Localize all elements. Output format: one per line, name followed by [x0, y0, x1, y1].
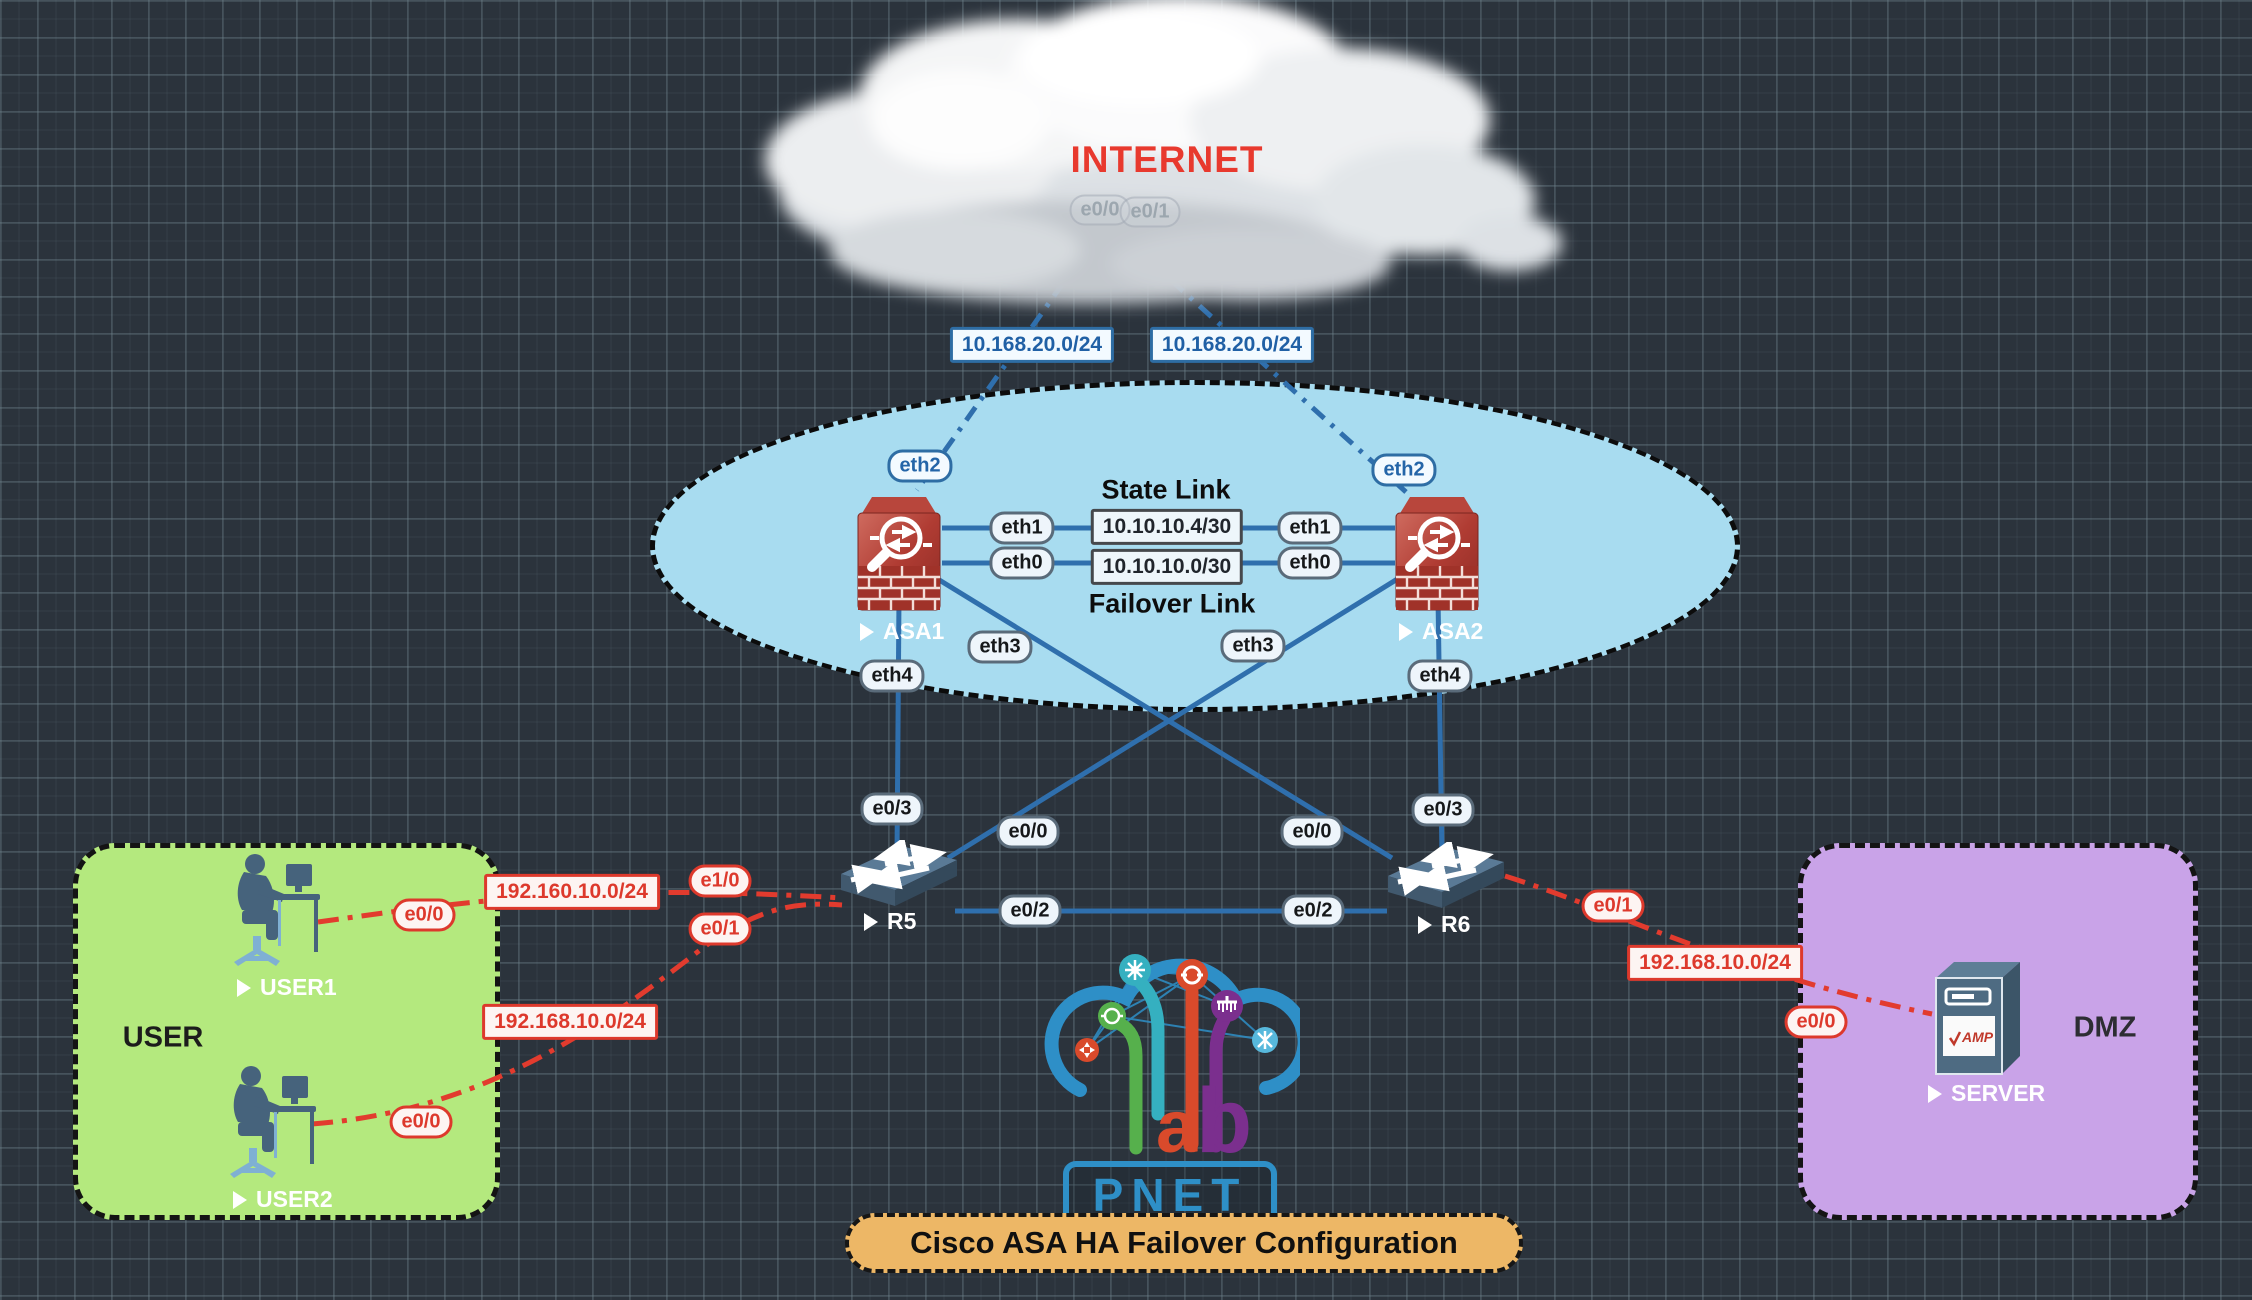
r5-name: R5: [887, 908, 917, 934]
asa1-eth1-port: eth1: [989, 511, 1055, 545]
r5-e0-0-port: e0/0: [996, 815, 1060, 849]
user1-e0-0-port: e0/0: [392, 898, 456, 932]
server-label: SERVER: [1928, 1080, 2045, 1107]
logo-letter-b: b: [1196, 1070, 1252, 1172]
cloud-port-e0-1: e0/1: [1119, 196, 1181, 228]
user1-label: USER1: [237, 974, 337, 1001]
failover-link-label: Failover Link: [1088, 588, 1256, 619]
asa2-label: ASA2: [1399, 618, 1483, 645]
state-link-subnet: 10.10.10.4/30: [1090, 508, 1244, 546]
logo-node-router-icon: [1176, 959, 1208, 991]
server-name: SERVER: [1951, 1080, 2046, 1106]
asa2-eth0-port: eth0: [1277, 546, 1343, 580]
asa2-eth4-port: eth4: [1407, 659, 1473, 693]
user2-e0-0-port: e0/0: [389, 1105, 453, 1139]
r5-e1-0-port: e1/0: [688, 864, 752, 898]
link-internet-asa2: [1141, 253, 1408, 494]
wan-subnet-right: 10.168.20.0/24: [1149, 326, 1315, 364]
state-link-label: State Link: [1101, 474, 1231, 505]
server-e0-0-port: e0/0: [1784, 1005, 1848, 1039]
pnetlab-logo: a b PNET: [1044, 954, 1300, 1227]
failover-link-subnet: 10.10.10.0/30: [1090, 548, 1244, 586]
r5-e0-1-port: e0/1: [688, 912, 752, 946]
link-user1-r5: [317, 889, 843, 925]
r6-e0-1-port: e0/1: [1581, 889, 1645, 923]
link-asa2-r5: [946, 575, 1401, 861]
play-icon: [1399, 622, 1413, 641]
r5-e0-2-port: e0/2: [998, 894, 1062, 928]
user1-name: USER1: [260, 974, 337, 1000]
title-banner: Cisco ASA HA Failover Configuration: [845, 1213, 1523, 1273]
r6-switch-icon[interactable]: [1380, 842, 1506, 910]
user1-subnet-box: 192.160.10.0/24: [484, 873, 660, 911]
asa2-eth2-port: eth2: [1371, 453, 1437, 487]
asa1-eth2-port: eth2: [887, 449, 953, 483]
asa1-eth0-port: eth0: [989, 546, 1055, 580]
asa2-name: ASA2: [1422, 618, 1484, 644]
internet-cloud: [765, 0, 1562, 304]
server-logo-text: AMP: [1961, 1029, 1994, 1045]
dmz-subnet-box: 192.168.10.0/24: [1627, 944, 1803, 982]
play-icon: [233, 1190, 247, 1209]
r6-e0-0-port: e0/0: [1280, 815, 1344, 849]
asa1-eth4-port: eth4: [859, 659, 925, 693]
asa1-name: ASA1: [883, 618, 945, 644]
asa2-eth3-port: eth3: [1220, 629, 1286, 663]
link-asa1-r6: [934, 575, 1394, 861]
r5-e0-3-port: e0/3: [860, 792, 924, 826]
asa1-firewall-icon[interactable]: [856, 488, 942, 612]
user1-workstation-icon[interactable]: [222, 850, 322, 968]
asa1-label: ASA1: [860, 618, 944, 645]
r5-switch-icon[interactable]: [833, 840, 959, 908]
asa2-firewall-icon[interactable]: [1394, 488, 1480, 612]
user2-label: USER2: [233, 1186, 333, 1213]
dmz-zone-label: DMZ: [2073, 1011, 2137, 1044]
logo-node-x-icon: [1075, 1038, 1099, 1062]
ha-zone-ellipse: [650, 380, 1740, 712]
logo-node-green-icon: [1098, 1002, 1126, 1030]
play-icon: [1928, 1084, 1942, 1103]
play-icon: [860, 622, 874, 641]
asa2-eth1-port: eth1: [1277, 511, 1343, 545]
r6-e0-3-port: e0/3: [1411, 793, 1475, 827]
r6-e0-2-port: e0/2: [1281, 894, 1345, 928]
wan-subnet-left: 10.168.20.0/24: [949, 326, 1115, 364]
logo-letter-a: a: [1156, 1085, 1198, 1168]
r6-label: R6: [1418, 911, 1470, 938]
link-r6-server: [1504, 873, 1933, 1017]
link-user2-r5: [311, 901, 843, 1127]
r6-name: R6: [1441, 911, 1471, 937]
server-icon[interactable]: AMP: [1930, 958, 2026, 1082]
user2-name: USER2: [256, 1186, 333, 1212]
play-icon: [237, 978, 251, 997]
r5-label: R5: [864, 908, 916, 935]
asa1-eth3-port: eth3: [967, 630, 1033, 664]
user2-workstation-icon[interactable]: [218, 1062, 318, 1180]
diagram-title: Cisco ASA HA Failover Configuration: [910, 1225, 1458, 1260]
user2-subnet-box: 192.168.10.0/24: [482, 1003, 658, 1041]
logo-pnet-text: PNET: [1093, 1169, 1248, 1221]
play-icon: [864, 912, 878, 931]
user-zone-label: USER: [122, 1021, 204, 1054]
internet-label: INTERNET: [1070, 139, 1264, 180]
play-icon: [1418, 915, 1432, 934]
